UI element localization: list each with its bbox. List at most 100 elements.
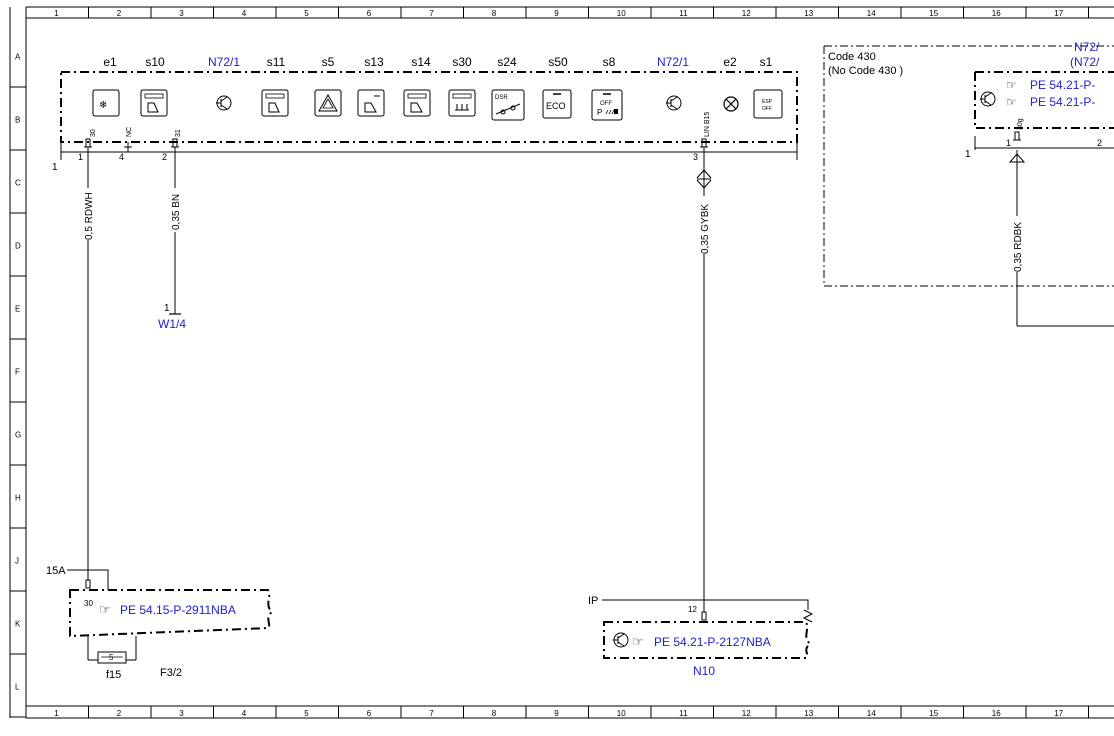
grid-column-label: 5 [304,709,309,718]
lamp-icon [723,96,739,112]
grid-column-label: 11 [679,9,688,18]
grid-column-label: 16 [992,9,1001,18]
code-430-ref-1[interactable]: PE 54.21-P- [1030,78,1095,92]
fuse-box: 15A 30 ☞ PE 54.15-P-2911NBA 5 f15 F3/2 [46,565,274,681]
panel-icons: ❄ [92,89,783,121]
fuse-name: f15 [106,669,121,681]
fuse-number: 5 [109,653,114,662]
esp-off-text: OFF [762,106,772,112]
seat-ventilation-icon [403,89,431,117]
grid-column-label: 14 [867,9,876,18]
code-430-title: Code 430 [828,51,876,63]
grid-column-label: 14 [867,709,876,718]
s8-off-text: OFF [600,101,612,107]
ground-pin: 1 [164,303,170,314]
grid-column-label: 2 [117,709,122,718]
panel-component-label: s24 [497,55,517,69]
grid-column-label: 4 [242,9,247,18]
wire-labels: 0,5 RDWH 0,35 BN 0,35 GYBK 0,35 RDBK [83,188,1024,272]
seat-heater-icon [261,89,289,117]
rear-window-icon [448,89,476,117]
panel-component-label: e1 [103,55,117,69]
panel-component-label: s30 [452,55,472,69]
code-430-region: Code 430 (No Code 430 ) N72/ (N72/ ☞ PE … [823,40,1114,287]
grid-column-label: 7 [429,9,434,18]
grid-column-label: 13 [804,709,813,718]
esp-text: ESP [762,99,773,105]
esp-off-icon: ESP OFF [753,89,783,119]
grid-frame [9,6,1114,719]
grid-column-label: 12 [742,709,751,718]
pin-30-name: 30 [90,129,97,137]
bus-connector-icon [696,169,712,189]
column-ticks: 1122334455667788991010111112121313141415… [54,7,1089,718]
grid-column-label: 10 [617,709,626,718]
wires [87,147,1114,612]
fuse-pin: 30 [84,599,93,608]
grid-column-label: 13 [804,9,813,18]
grid-row-label: G [15,431,21,440]
panel-component-label: N72/1 [657,55,689,69]
s8-p-text: P [597,108,602,117]
grid-column-label: 17 [1054,9,1063,18]
grid-row-label: F [15,368,20,377]
grid-column-label: 8 [492,709,497,718]
panel-component-label: N72/1 [208,55,240,69]
n10-ref-link[interactable]: PE 54.21-P-2127NBA [654,635,771,649]
code-430-pointer-icon: ☞ [1006,95,1017,109]
grid-column-label: 8 [492,9,497,18]
ground-connection: 1 W1/4 [158,303,186,331]
pin-nc-num: 4 [119,152,124,162]
grid-column-label: 11 [679,709,688,718]
n10-ip-label: IP [588,595,598,607]
panel-component-label: s5 [322,55,335,69]
grid-column-label: 3 [179,9,184,18]
grid-row-label: B [15,116,20,125]
grid-column-label: 16 [992,709,1001,718]
grid-row-label: A [15,53,21,62]
pin-31-name: 31 [175,129,182,137]
transistor-icon [613,632,629,648]
wire-label-bn: 0,35 BN [171,194,182,230]
code-430-pin-left: 1 [1006,138,1011,148]
grid-column-label: 1 [54,709,59,718]
fusebox-ref-link[interactable]: PE 54.15-P-2911NBA [120,603,236,617]
code-430-ref-2[interactable]: PE 54.21-P- [1030,95,1095,109]
grid-column-label: 5 [304,9,309,18]
fuse-pointer-icon: ☞ [99,602,111,617]
grid-column-label: 2 [117,9,122,18]
hazard-warning-icon [314,89,342,117]
grid-column-label: 12 [742,9,751,18]
panel-component-label: s13 [364,55,384,69]
pin-31-num: 2 [162,152,167,162]
svg-text:❄: ❄ [99,100,107,111]
panel-component-label: s1 [760,55,773,69]
transistor-icon [980,91,996,107]
code-430-subtitle: (No Code 430 ) [828,65,903,77]
grid-column-label: 9 [554,9,559,18]
code-430-pin-right: 2 [1097,138,1102,148]
downhill-speed-icon: DSR [491,89,525,121]
eco-text: ECO [546,101,566,111]
wire-label-rdbk: 0,35 RDBK [1013,222,1024,272]
grid-row-label: J [15,557,19,566]
code-430-component: N72/ [1074,40,1100,54]
panel-pins: 30 1 NC 4 31 2 LIN B15 3 [78,112,711,162]
wire-label-gybk: 0,35 GYBK [700,204,711,254]
grid-row-label: K [15,620,21,629]
grid-column-label: 6 [367,709,372,718]
panel-connector-ref: 1 [52,162,58,173]
grid-row-label: E [15,305,20,314]
panel-component-label: s14 [411,55,431,69]
transistor-icon [666,95,682,111]
grid-row-label: L [15,683,20,692]
switch-panel-box [60,71,798,143]
n10-name: N10 [693,664,715,678]
dsr-text: DSR [495,95,508,101]
wire-label-rdwh: 0,5 RDWH [84,192,95,240]
n10-pin: 12 [688,605,697,614]
code-430-pointer-icon: ☞ [1006,78,1017,92]
grid-row-label: C [15,179,21,188]
panel-component-label: e2 [723,55,737,69]
